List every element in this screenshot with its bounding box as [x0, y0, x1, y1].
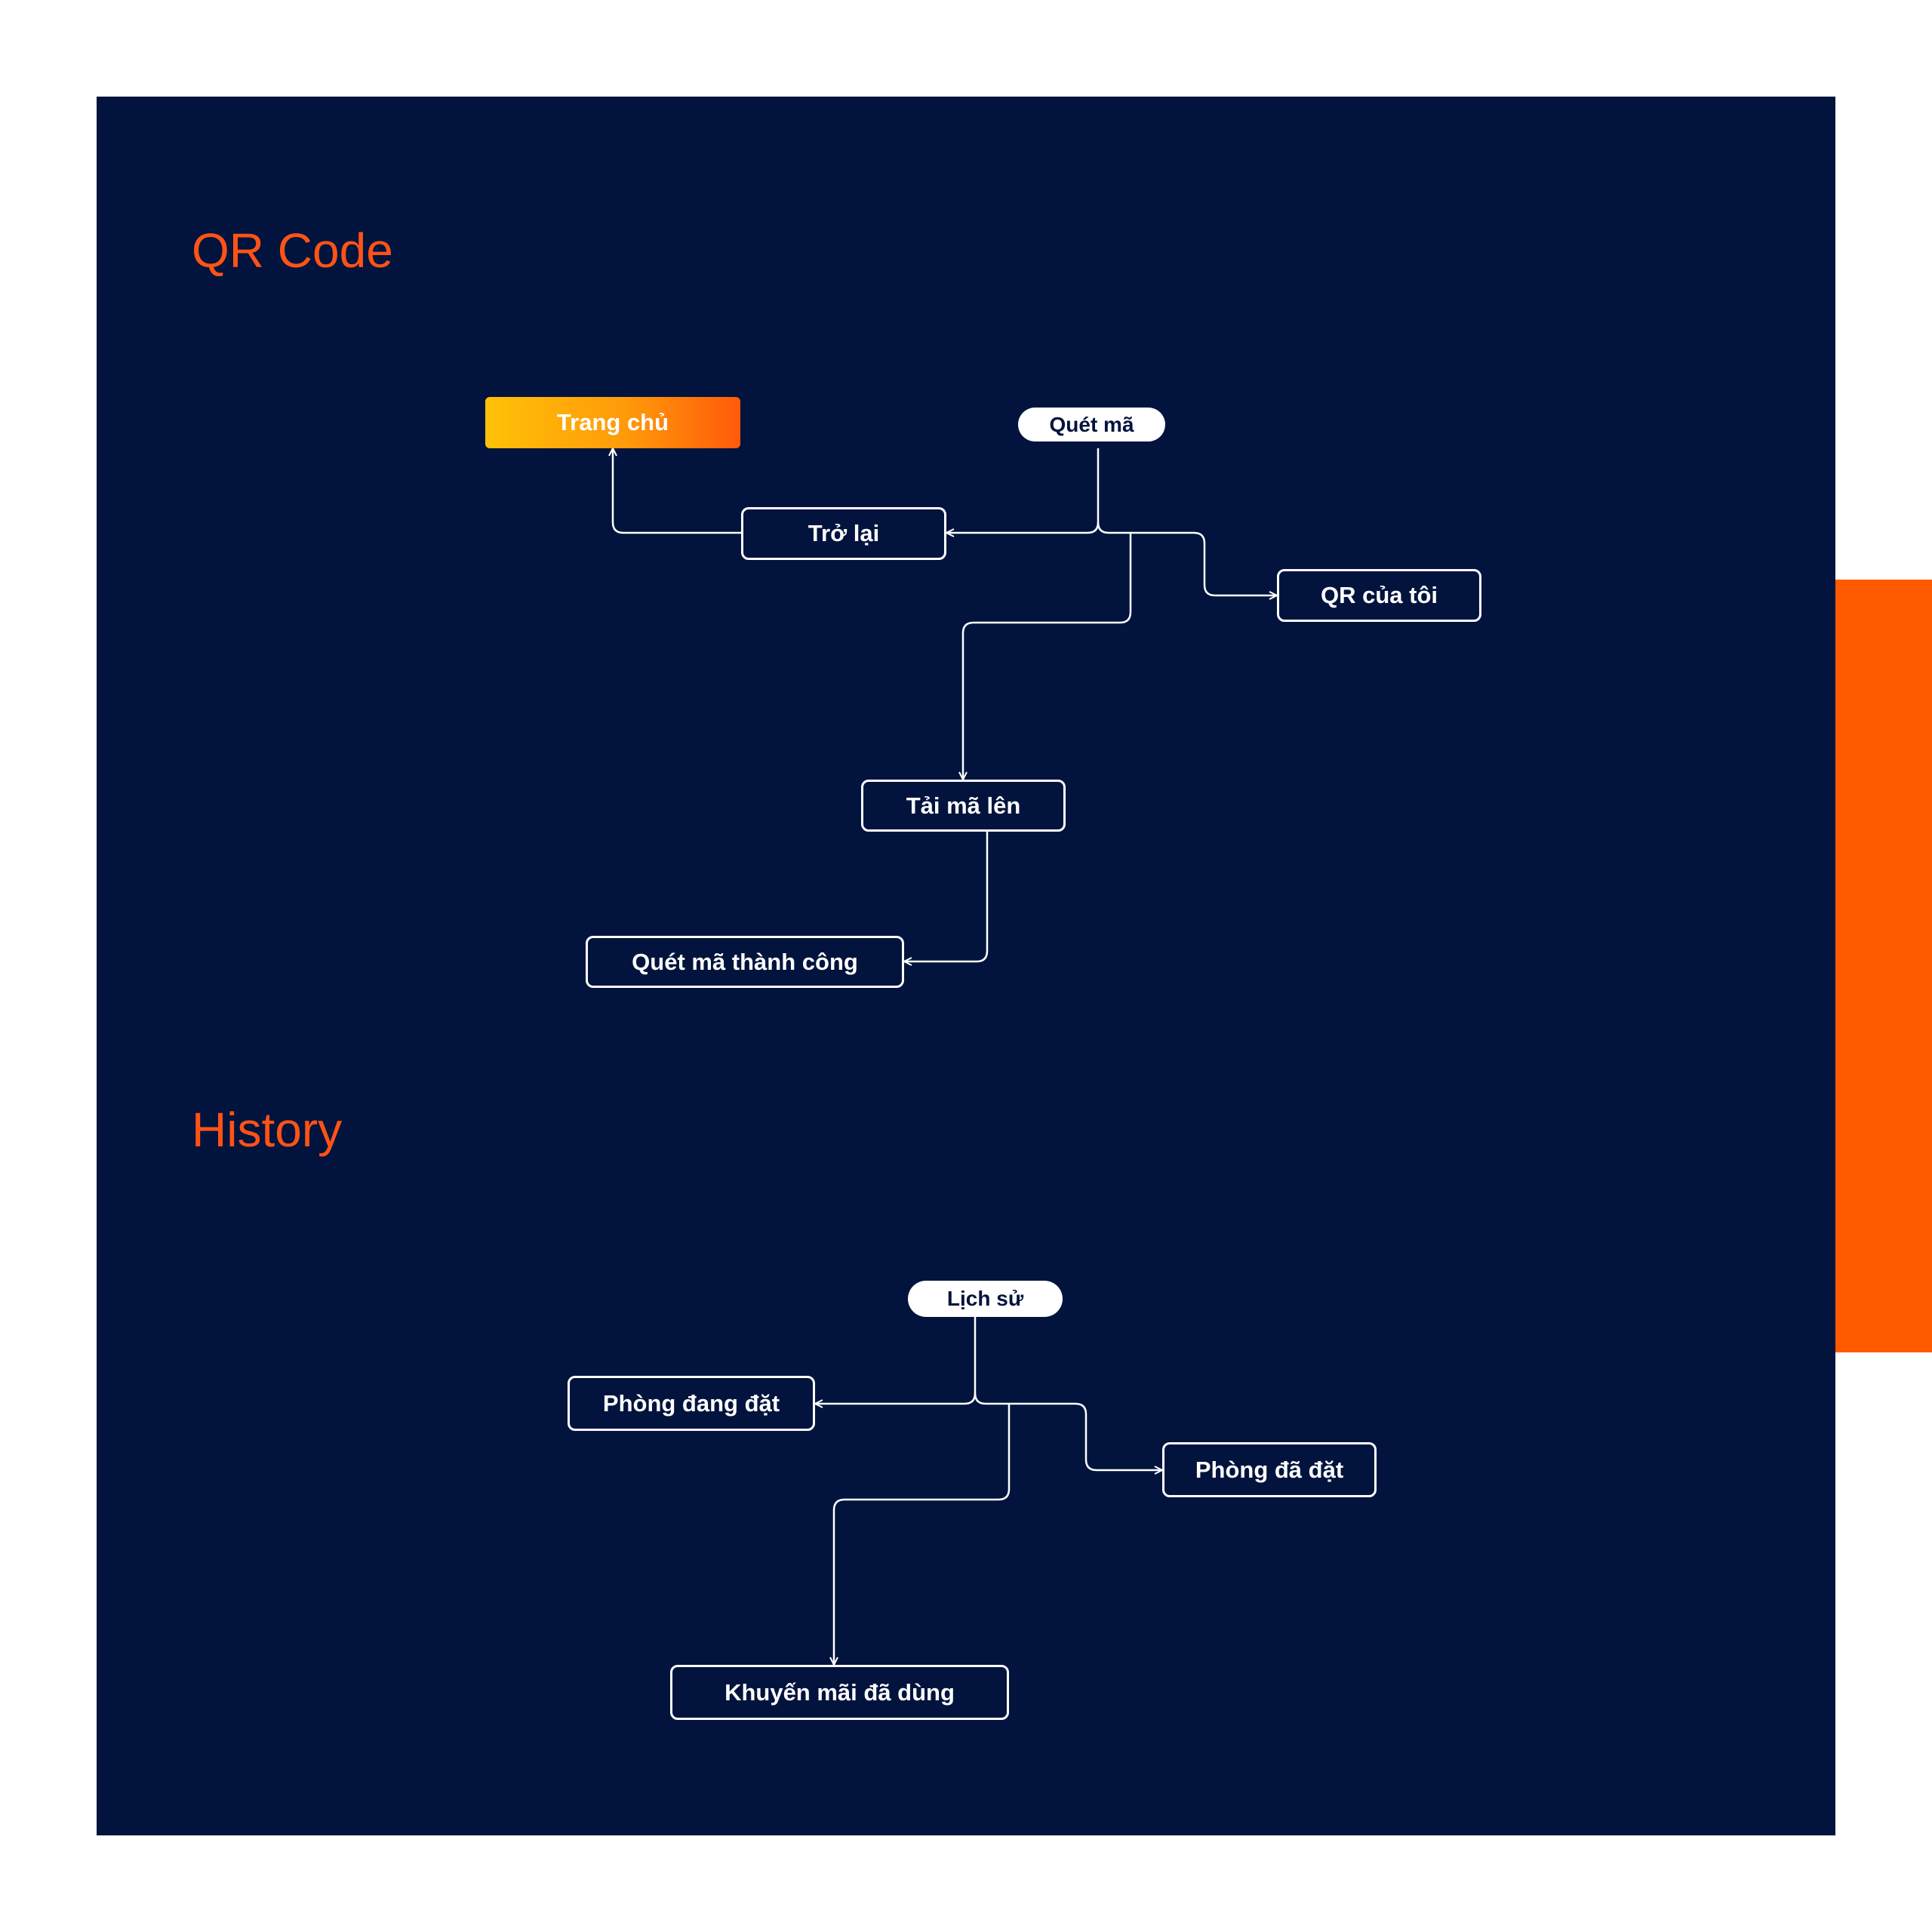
section-title-history: History	[192, 1103, 343, 1157]
section-title-qr-code: QR Code	[192, 223, 393, 278]
node-quet-ma[interactable]: Quét mã	[1018, 408, 1165, 441]
node-lich-su[interactable]: Lịch sử	[908, 1281, 1063, 1317]
edge-lich-su-to-khuyen-mai-da-dung	[834, 1404, 1011, 1665]
edge-quet-ma-to-qr-cua-toi	[1097, 521, 1277, 595]
node-trang-chu[interactable]: Trang chủ	[485, 397, 740, 448]
node-phong-da-dat[interactable]: Phòng đã đặt	[1162, 1442, 1377, 1497]
edge-tai-ma-len-to-quet-ma-thanh-cong	[904, 832, 989, 961]
node-tai-ma-len[interactable]: Tải mã lên	[861, 780, 1066, 832]
node-tro-lai[interactable]: Trở lại	[741, 507, 946, 560]
node-quet-ma-thanh-cong[interactable]: Quét mã thành công	[586, 936, 904, 988]
diagram-panel	[97, 97, 1835, 1835]
node-khuyen-mai-da-dung[interactable]: Khuyến mãi đã dùng	[670, 1665, 1009, 1720]
edge-tro-lai-to-trang-chu	[613, 448, 741, 534]
node-phong-dang-dat[interactable]: Phòng đang đặt	[568, 1376, 815, 1431]
edge-lich-su-to-phong-da-dat	[974, 1392, 1162, 1470]
edge-lich-su-to-phong-dang-dat	[815, 1317, 977, 1404]
edge-quet-ma-to-tro-lai	[946, 448, 1100, 533]
node-qr-cua-toi[interactable]: QR của tôi	[1277, 569, 1481, 622]
side-accent-bar	[1835, 580, 1932, 1352]
edge-quet-ma-to-tai-ma-len	[963, 533, 1132, 780]
